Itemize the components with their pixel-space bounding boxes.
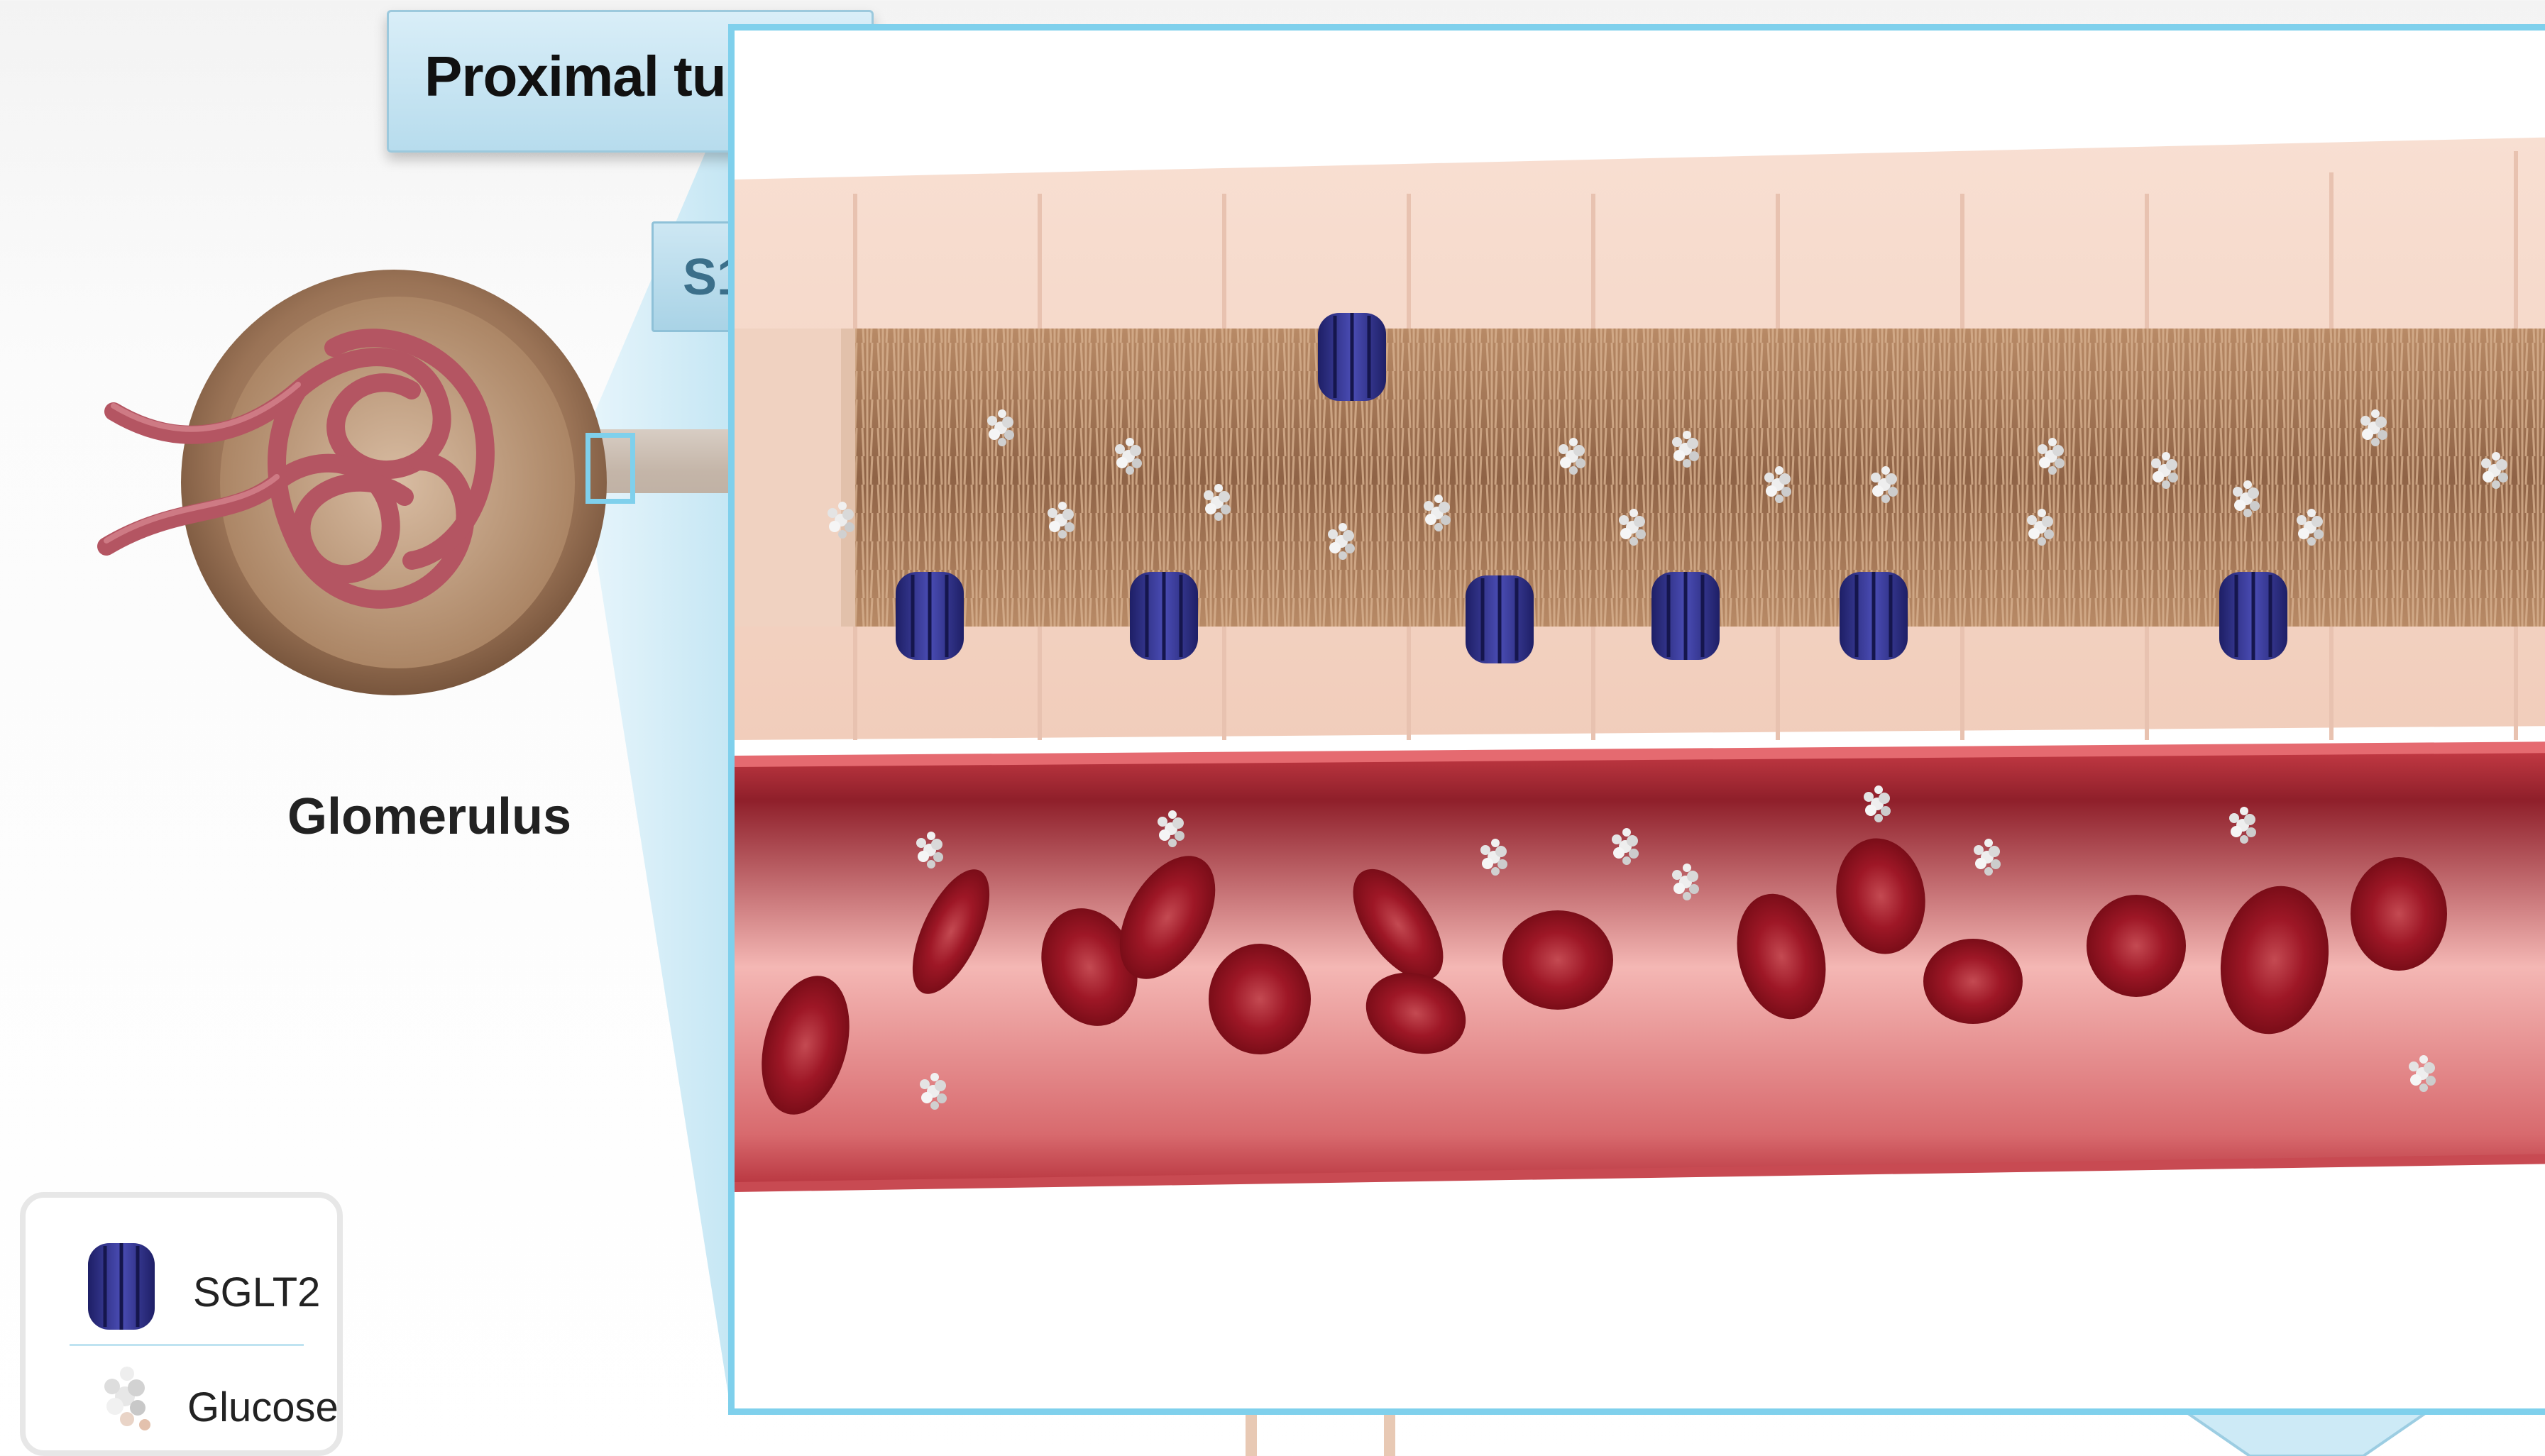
legend-label-glucose: Glucose xyxy=(187,1384,339,1431)
legend-label-sglt2: SGLT2 xyxy=(193,1269,320,1316)
tubule-vessel-illustration xyxy=(735,31,2545,1415)
legend-divider xyxy=(70,1344,304,1346)
tubule-stem xyxy=(1246,1415,1257,1456)
glomerulus-illustration xyxy=(85,248,745,731)
glomerulus-label: Glomerulus xyxy=(287,788,571,846)
sglt2-transporter-icon xyxy=(82,1240,160,1333)
page-title: Proximal tul xyxy=(424,44,741,109)
tubule-stem xyxy=(1384,1415,1395,1456)
legend: SGLT2 Glucose xyxy=(20,1192,343,1456)
zoom-region-highlight xyxy=(586,433,635,504)
zoom-panel xyxy=(728,24,2545,1415)
glucose-molecule-icon xyxy=(89,1357,167,1443)
